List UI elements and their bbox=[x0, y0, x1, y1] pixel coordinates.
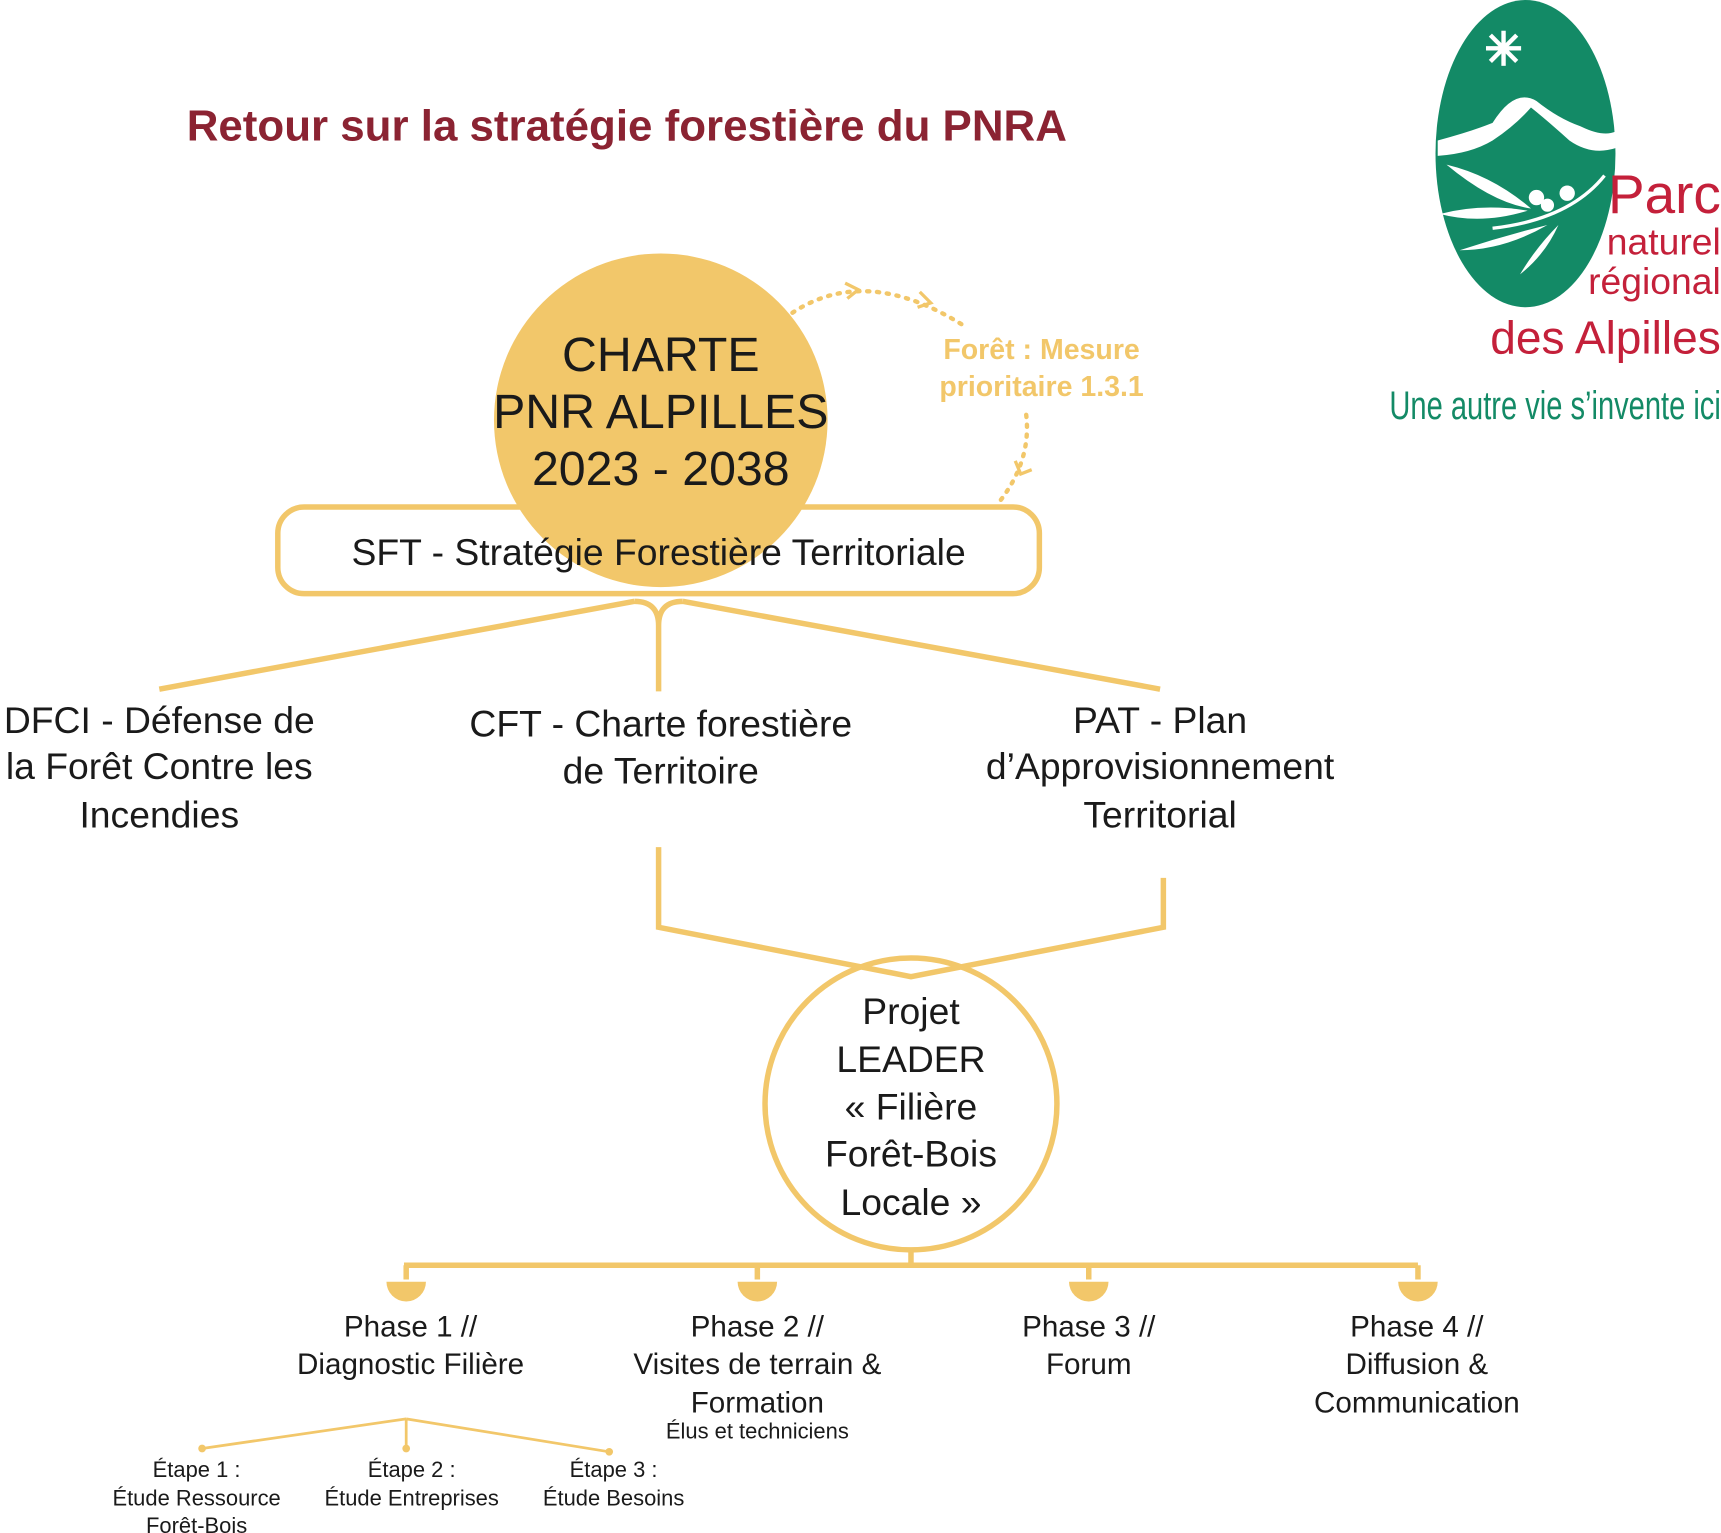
logo-olive-branch-icon bbox=[1439, 164, 1606, 275]
pat-line: PAT - Plan bbox=[1073, 699, 1247, 741]
pat-line: d’Approvisionnement bbox=[986, 745, 1335, 787]
cft-line: CFT - Charte forestière bbox=[469, 702, 852, 744]
phase-3-line: Phase 3 // bbox=[1022, 1311, 1156, 1344]
logo-text-parc: Parc bbox=[1608, 163, 1721, 225]
mesure-label: Forêt : Mesure prioritaire 1.3.1 bbox=[939, 334, 1144, 403]
logo-text-alpilles: des Alpilles bbox=[1490, 311, 1721, 363]
charte-circle bbox=[493, 253, 828, 588]
mesure-line: prioritaire 1.3.1 bbox=[939, 371, 1144, 403]
etape-connectors bbox=[201, 1417, 610, 1454]
phase-4-line: Communication bbox=[1314, 1386, 1520, 1419]
logo-tagline: Une autre vie s’invente ici bbox=[1389, 384, 1720, 428]
etape-3-line: Étape 3 : bbox=[570, 1457, 658, 1482]
charte-label: CHARTE PNR ALPILLES 2023 - 2038 bbox=[493, 328, 828, 496]
etape-dots bbox=[198, 1444, 614, 1456]
pnr-alpilles-logo: Parc naturel régional des Alpilles Une a… bbox=[1389, 0, 1721, 428]
phase-connectors bbox=[403, 1249, 1421, 1280]
phase-2-note: Élus et techniciens bbox=[666, 1419, 849, 1444]
sft-connectors bbox=[158, 598, 1161, 692]
phase-1-line: Phase 1 // bbox=[344, 1311, 478, 1344]
phase-1-line: Diagnostic Filière bbox=[297, 1348, 524, 1381]
logo-text-regional: régional bbox=[1588, 260, 1721, 302]
sft-box bbox=[275, 504, 1043, 597]
leader-line: LEADER bbox=[836, 1038, 985, 1080]
leader-line: Locale » bbox=[840, 1181, 981, 1223]
etape-1-line: Forêt-Bois bbox=[146, 1513, 247, 1533]
logo-text-naturel: naturel bbox=[1607, 221, 1721, 263]
etape-3-line: Étude Besoins bbox=[543, 1486, 685, 1511]
pat-line: Territorial bbox=[1083, 793, 1236, 835]
dotted-arrow bbox=[790, 288, 1030, 505]
sft-label: SFT - Stratégie Forestière Territoriale bbox=[351, 531, 965, 573]
phase-2-line: Visites de terrain & bbox=[633, 1348, 881, 1381]
charte-line: 2023 - 2038 bbox=[532, 442, 790, 496]
charte-line: CHARTE bbox=[562, 328, 760, 382]
etape-2-line: Étude Entreprises bbox=[324, 1486, 498, 1511]
etape-1-line: Étude Ressource bbox=[112, 1486, 280, 1511]
phases: Phase 1 // Diagnostic Filière Phase 2 //… bbox=[297, 1311, 1520, 1444]
logo-oval bbox=[1435, 0, 1616, 308]
mesure-line: Forêt : Mesure bbox=[943, 334, 1139, 366]
phase-4-line: Diffusion & bbox=[1346, 1348, 1489, 1381]
etape-2-line: Étape 2 : bbox=[368, 1457, 456, 1482]
leader-line: Projet bbox=[862, 990, 960, 1032]
arrowheads-icon bbox=[844, 281, 1033, 477]
etapes: Étape 1 : Étude Ressource Forêt-Bois Éta… bbox=[112, 1457, 684, 1533]
phase-3-line: Forum bbox=[1046, 1348, 1132, 1381]
logo-mountain bbox=[1437, 97, 1616, 156]
cft-line: de Territoire bbox=[563, 750, 759, 792]
dfci-line: DFCI - Défense de bbox=[4, 699, 315, 741]
leader-label: Projet LEADER « Filière Forêt-Bois Local… bbox=[825, 990, 997, 1223]
dfci-line: Incendies bbox=[79, 793, 239, 835]
leader-line: Forêt-Bois bbox=[825, 1132, 997, 1174]
dfci-line: la Forêt Contre les bbox=[6, 745, 313, 787]
logo-star-icon bbox=[1485, 30, 1522, 66]
phase-markers bbox=[386, 1281, 1438, 1302]
etape-1-line: Étape 1 : bbox=[153, 1457, 241, 1482]
charte-line: PNR ALPILLES bbox=[493, 385, 828, 439]
phase-2-line: Formation bbox=[691, 1386, 824, 1419]
page-title: Retour sur la stratégie forestière du PN… bbox=[187, 101, 1067, 150]
leader-connector bbox=[655, 847, 1167, 980]
leader-line: « Filière bbox=[845, 1085, 978, 1127]
branches: DFCI - Défense de la Forêt Contre les In… bbox=[4, 699, 1335, 835]
phase-4-line: Phase 4 // bbox=[1350, 1311, 1484, 1344]
phase-2-line: Phase 2 // bbox=[691, 1311, 825, 1344]
